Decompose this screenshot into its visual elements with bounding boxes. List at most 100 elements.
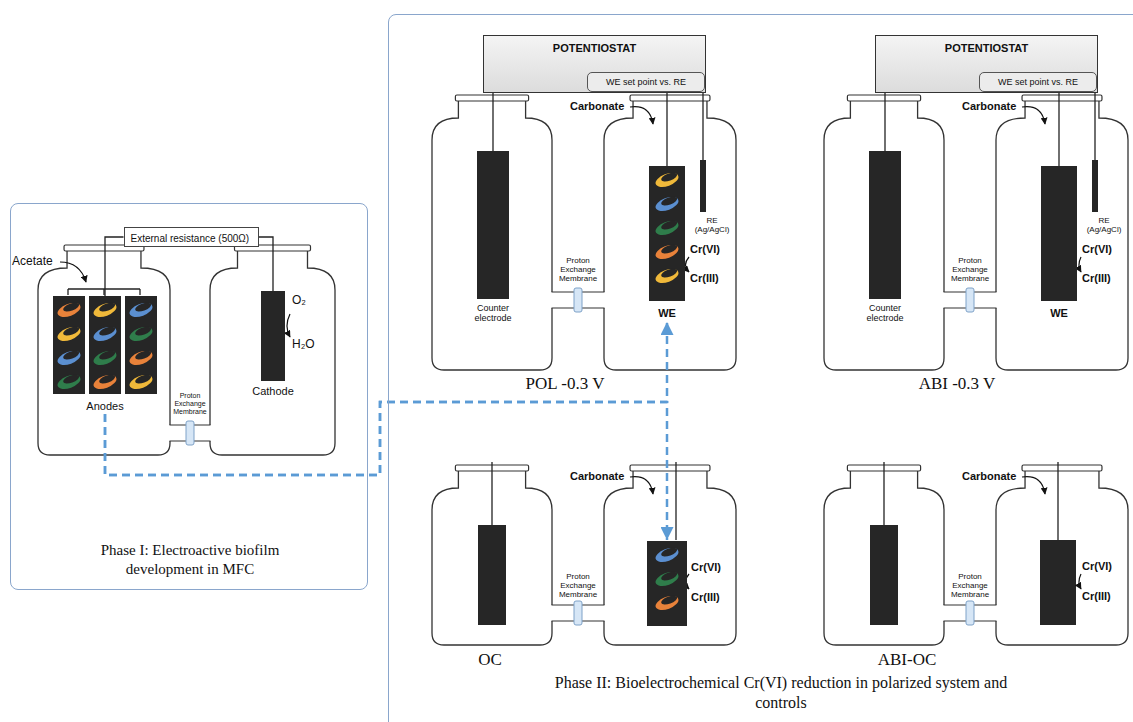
electrode-rod [491, 462, 492, 525]
feed-arrow [60, 262, 86, 282]
bottle [38, 250, 170, 455]
node-label: POTENTIOSTAT [876, 42, 1097, 54]
anode-lead [139, 289, 140, 295]
anode-electrodes: Anodes [53, 296, 157, 414]
feed-arrow [1022, 107, 1045, 124]
counter-electrode [870, 525, 898, 625]
callout-label: Carbonate [570, 470, 634, 483]
callout-label: O₂ [292, 294, 322, 308]
potentiostat-box: WE set point vs. RE POTENTIOSTAT [483, 35, 706, 93]
callout-label: Cr(III) [1082, 590, 1126, 603]
panel-caption: Phase II: Bioelectrochemical Cr(VI) redu… [541, 673, 1021, 713]
membrane-tube [551, 288, 606, 312]
electrical-wire [884, 93, 885, 151]
membrane-tube [169, 421, 212, 445]
node-label: External resistance (500Ω) [125, 230, 256, 248]
biofilm-bacteria [647, 541, 687, 626]
callout-label: RE (Ag/AgCl) [689, 216, 735, 234]
setup-name: OC [430, 650, 550, 670]
biocathode-electrode: Cr(VI)Cr(III) [647, 541, 687, 626]
transfer-arrow [105, 402, 667, 540]
feed-arrow [1022, 477, 1045, 494]
node-label: WE set point vs. RE [588, 73, 704, 91]
electrode-rod [883, 462, 884, 525]
bottle-cap [630, 465, 710, 471]
cathode-electrode: Cathode [261, 291, 285, 381]
callout-label: H₂O [292, 338, 332, 352]
electrical-wire [666, 92, 667, 166]
biofilm-bacteria [125, 296, 157, 394]
membrane-tube [943, 601, 998, 625]
setup-name: POL -0.3 V [480, 374, 650, 394]
membrane-tube [943, 288, 998, 312]
anode-lead [67, 289, 68, 295]
node-label: Counter electrode [860, 303, 910, 324]
node-label: Cathode [238, 385, 308, 398]
reference-wire [1094, 90, 1095, 160]
callout-label: Proton Exchange Membrane [170, 392, 210, 416]
node-label: WE [637, 305, 697, 321]
bottle-cap [455, 95, 528, 101]
feed-arrow [630, 477, 653, 494]
callout-label: Cr(VI) [1082, 243, 1126, 256]
reference-electrode [1092, 160, 1098, 212]
electrode-rod [1057, 462, 1058, 540]
counter-electrode: Counter electrode [477, 151, 509, 299]
transfer-arrow [105, 322, 667, 475]
potentiostat-box: WE set point vs. RE POTENTIOSTAT [875, 35, 1098, 93]
node-label: WE set point vs. RE [980, 73, 1096, 91]
electrode-plate [649, 166, 685, 301]
callout-label: Carbonate [570, 100, 634, 113]
working-electrode: WE [1039, 166, 1079, 321]
electrode-rod [675, 462, 676, 540]
resistor-box: External resistance (500Ω) [124, 227, 259, 247]
reaction-arrow [287, 314, 290, 337]
bottle [996, 100, 1128, 370]
electrical-wire [105, 237, 124, 296]
anode-plate [53, 296, 85, 394]
node-label: POTENTIOSTAT [484, 42, 705, 54]
electrical-wire [492, 93, 493, 151]
callout-label: RE (Ag/AgCl) [1081, 216, 1127, 234]
callout-label: Proton Exchange Membrane [552, 572, 604, 600]
setpoint-box: WE set point vs. RE [587, 72, 705, 92]
biofilm-bacteria [649, 166, 685, 301]
bottle [824, 100, 944, 370]
anode-plate [125, 296, 157, 394]
setpoint-box: WE set point vs. RE [979, 72, 1097, 92]
abiotic-electrode [1040, 540, 1076, 625]
setup-name: ABI-OC [832, 650, 982, 670]
bottle-cap [1022, 465, 1102, 471]
reaction-arrow [1079, 257, 1081, 272]
electrode-plate [1041, 166, 1077, 301]
anode-plate [89, 296, 121, 394]
biofilm-bacteria [53, 296, 85, 394]
bottle [432, 100, 552, 370]
callout-label: Cr(III) [690, 272, 734, 285]
node-label: Counter electrode [468, 303, 518, 324]
electrical-wire [1058, 92, 1059, 166]
node-label: Anodes [43, 398, 167, 414]
callout-label: Cr(III) [1082, 272, 1126, 285]
phase-panel: WE set point vs. RE POTENTIOSTAT Counter e… [388, 14, 1133, 722]
reaction-arrow [1079, 574, 1081, 589]
callout-label: Acetate [12, 255, 62, 269]
counter-electrode [478, 525, 506, 625]
feed-arrow [630, 107, 653, 124]
biofilm-bacteria [89, 296, 121, 394]
working-electrode: WE [647, 166, 687, 321]
counter-electrode: Counter electrode [869, 151, 901, 299]
reference-electrode [700, 160, 706, 212]
callout-label: Proton Exchange Membrane [552, 256, 604, 284]
node-label: WE [1029, 305, 1089, 321]
callout-label: Carbonate [962, 470, 1026, 483]
species-label: Cr(VI) [691, 561, 721, 573]
callout-label: Proton Exchange Membrane [944, 256, 996, 284]
panel-caption: Phase I: Electroactive biofilm developme… [61, 541, 319, 579]
bottle-cap [1022, 95, 1102, 101]
bottle [996, 470, 1128, 645]
membrane-tube [551, 601, 606, 625]
reaction-arrow [686, 257, 690, 272]
species-label: Cr(III) [691, 591, 720, 603]
bottle [604, 100, 736, 370]
